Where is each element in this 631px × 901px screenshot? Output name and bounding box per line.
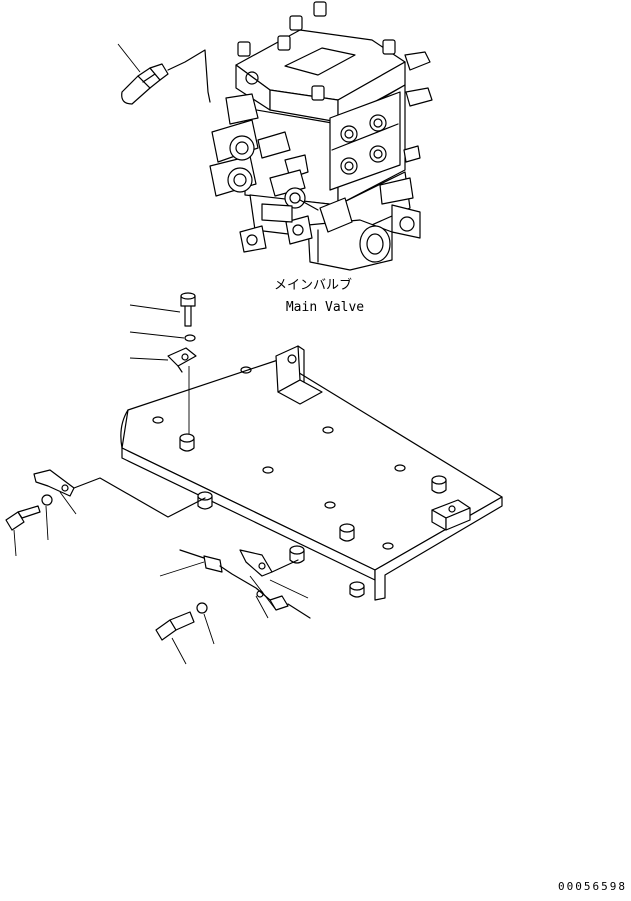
upper-clamp-parts	[129, 292, 197, 434]
lower-connector-parts	[155, 549, 311, 665]
main-valve	[209, 1, 433, 271]
valve-label-en: Main Valve	[286, 300, 364, 315]
left-clamp-parts	[5, 469, 206, 557]
mounting-plate	[120, 345, 503, 601]
valve-label-jp: メインバルブ	[274, 277, 352, 293]
pressure-sensor	[117, 43, 211, 105]
drawing-number: 00056598	[558, 880, 627, 893]
